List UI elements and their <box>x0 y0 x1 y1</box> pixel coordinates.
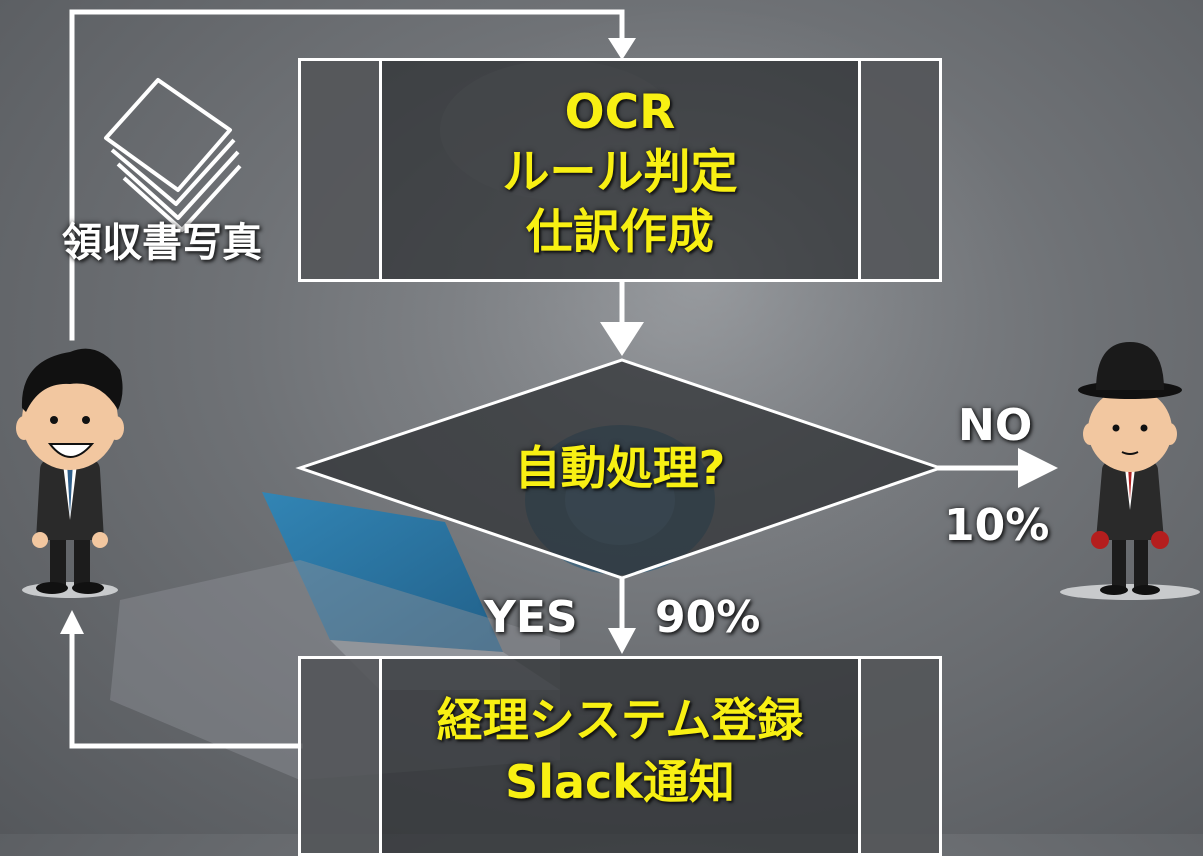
process-box-right-bar <box>858 659 939 853</box>
process-box-left-bar <box>301 659 382 853</box>
arrow-return-to-person <box>60 610 84 634</box>
documents-icon <box>0 0 1203 834</box>
process-box-left-bar <box>301 61 382 279</box>
yes-percent: 90% <box>655 592 761 643</box>
flow-connectors <box>0 0 1203 834</box>
process-box-right-bar <box>858 61 939 279</box>
process-step-rule-check: ルール判定 <box>502 145 738 200</box>
process-step-slack-notification: Slack通知 <box>505 755 735 809</box>
process-step-accounting-registration: 経理システム登録 <box>436 693 804 747</box>
input-label-receipt-photo: 領収書写真 <box>62 220 262 266</box>
process-step-journal-entry: 仕訳作成 <box>526 205 714 260</box>
decision-label: 自動処理? <box>514 441 726 495</box>
yes-label: YES <box>484 592 578 643</box>
bowler-hat-gentleman-icon <box>1060 342 1200 600</box>
arrow-into-top-box <box>608 38 636 60</box>
arrow-into-bottom-box <box>608 628 636 654</box>
decision-diamond <box>300 360 940 578</box>
arrow-no-branch <box>1018 448 1058 488</box>
no-label: NO <box>958 400 1033 451</box>
input-flow-line <box>69 9 625 341</box>
return-flow-line <box>69 629 303 749</box>
smiling-businessman-icon <box>16 348 124 598</box>
process-box-ocr: OCR ルール判定 仕訳作成 <box>298 58 942 282</box>
arrow-into-decision <box>600 322 644 356</box>
process-step-ocr: OCR <box>564 85 676 140</box>
no-percent: 10% <box>944 500 1050 551</box>
